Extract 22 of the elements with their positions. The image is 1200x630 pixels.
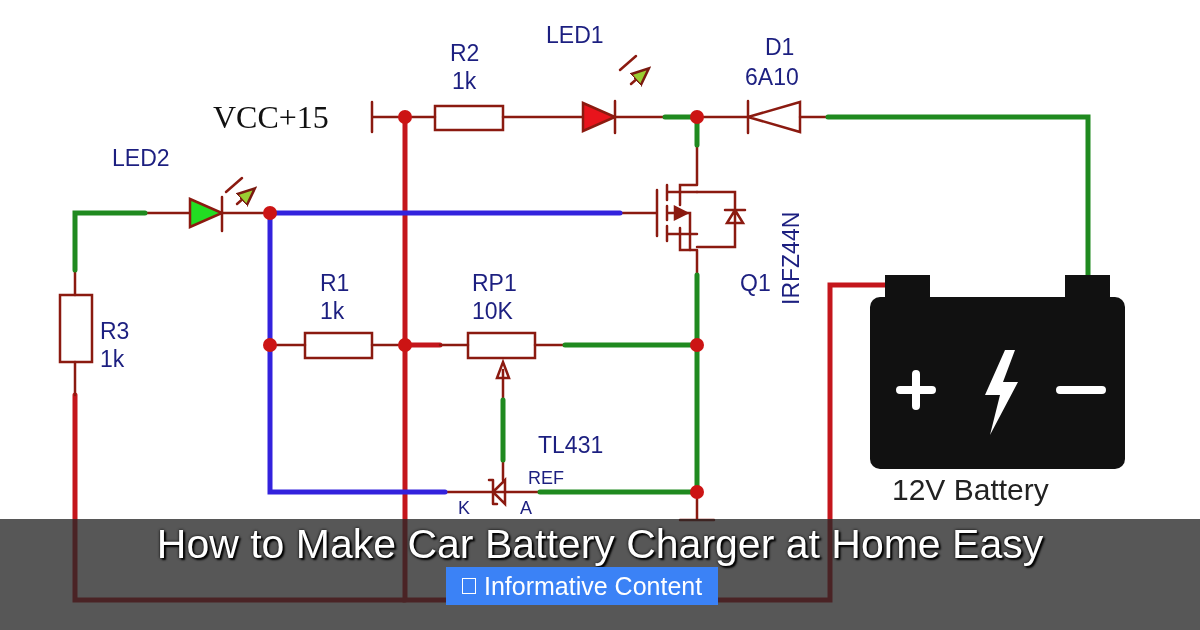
title: How to Make Car Battery Charger at Home Easy — [155, 522, 1045, 568]
supply-label: VCC+15 — [213, 101, 329, 133]
part-number: TL431 — [538, 434, 604, 457]
pin-label: K — [458, 499, 470, 517]
component-value: 6A10 — [745, 66, 799, 89]
battery-label: 12V Battery — [892, 475, 1049, 505]
component-label: R2 — [450, 42, 480, 65]
pin-label: A — [520, 499, 532, 517]
component-label: R3 — [100, 320, 130, 343]
component-label: LED1 — [546, 24, 604, 47]
component-value: 1k — [100, 348, 125, 371]
component-label: RP1 — [472, 272, 517, 295]
component-label: R1 — [320, 272, 350, 295]
component-label: D1 — [765, 36, 795, 59]
component-label: LED2 — [112, 147, 170, 170]
component-label: Q1 — [740, 272, 771, 295]
part-number: IRFZ44N — [780, 211, 803, 305]
pin-label: REF — [528, 469, 564, 487]
badge-text: Informative Content — [484, 571, 703, 601]
component-value: 1k — [452, 70, 477, 93]
component-value: 1k — [320, 300, 345, 323]
component-value: 10K — [472, 300, 513, 323]
